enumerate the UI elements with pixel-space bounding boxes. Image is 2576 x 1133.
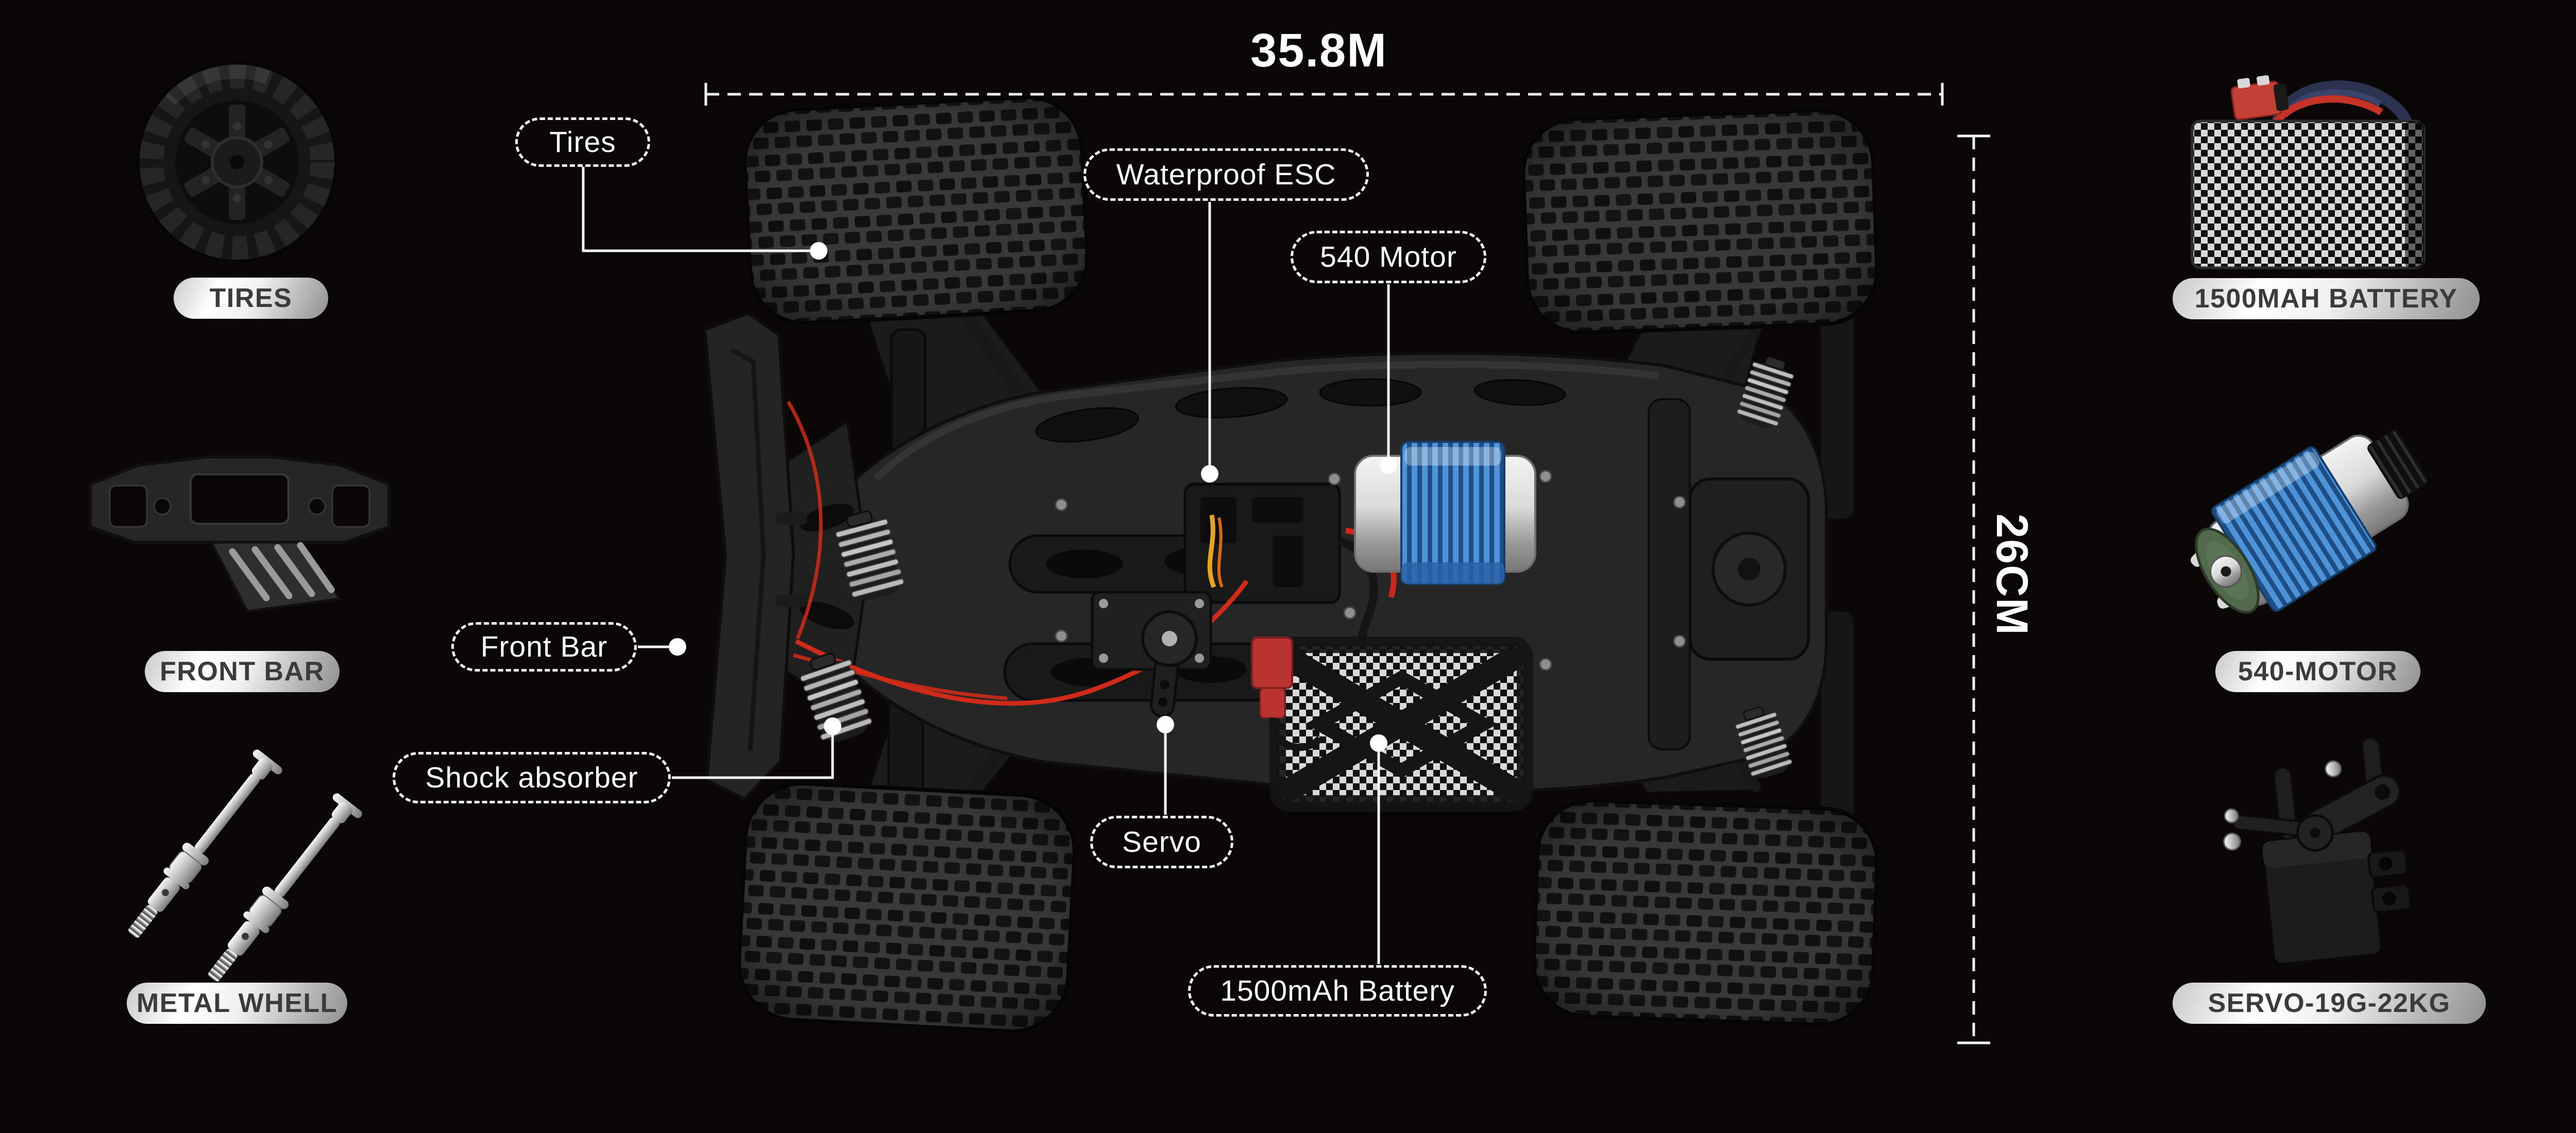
servo-ball-stud xyxy=(2223,832,2241,851)
callout-1500mah-battery: 1500mAh Battery xyxy=(1188,965,1487,1017)
rear-gearbox xyxy=(1648,398,1810,750)
height-dimension-line xyxy=(1957,134,1990,1044)
motor-540-unit xyxy=(1354,441,1536,585)
front-bar-part-image xyxy=(89,455,391,613)
battery-part-image xyxy=(2191,75,2426,269)
callout-waterproof-esc: Waterproof ESC xyxy=(1083,148,1369,201)
badge-1500mah-battery: 1500MAH BATTERY xyxy=(2173,278,2480,319)
motor-part-image xyxy=(2191,430,2428,614)
tire-front-right xyxy=(1521,108,1879,335)
servo-unit xyxy=(1091,591,1212,718)
battery-connector xyxy=(1251,637,1323,751)
tires-connector xyxy=(582,167,810,252)
callout-540-motor: 540 Motor xyxy=(1291,231,1486,283)
front-bumper xyxy=(703,311,807,801)
servo-part-image xyxy=(2223,736,2412,966)
badge-metal-whell: METAL WHELL xyxy=(127,983,347,1024)
deck-edge-highlight xyxy=(873,360,1659,482)
width-dimension-label: 35.8M xyxy=(1250,24,1387,77)
tire-rear-right xyxy=(1531,798,1879,1027)
height-dimension-label: 26CM xyxy=(1987,513,2037,636)
metal-shaft-part-image xyxy=(128,749,362,982)
chassis-top-view xyxy=(703,95,1879,1034)
tire-rear-left xyxy=(737,781,1077,1034)
battery-pack-unit xyxy=(1269,637,1533,812)
badge-tires: TIRES xyxy=(174,278,328,319)
callout-servo: Servo xyxy=(1090,816,1233,868)
callout-shock-absorber: Shock absorber xyxy=(393,752,671,803)
callout-dots xyxy=(669,242,1397,752)
badge-front-bar: FRONT BAR xyxy=(145,651,340,692)
callout-connectors xyxy=(582,167,1390,964)
motor-pinion xyxy=(2367,430,2428,499)
badge-servo-19g-22kg: SERVO-19G-22KG xyxy=(2173,983,2486,1024)
badge-540-motor: 540-MOTOR xyxy=(2215,651,2420,692)
esc-wire-yellow xyxy=(1207,514,1216,588)
shock-connector xyxy=(672,735,834,779)
esc-wire-orange xyxy=(1217,517,1224,588)
battery-plug xyxy=(2230,75,2289,121)
nose-plate xyxy=(782,419,870,714)
tire-front-left xyxy=(742,95,1090,325)
width-dimension-line xyxy=(704,83,1944,106)
chassis-tires xyxy=(737,95,1879,1034)
tire-part-image xyxy=(137,62,337,263)
deck-screws xyxy=(1055,470,1686,671)
callout-front-bar: Front Bar xyxy=(451,622,637,672)
callout-tires: Tires xyxy=(515,117,650,167)
